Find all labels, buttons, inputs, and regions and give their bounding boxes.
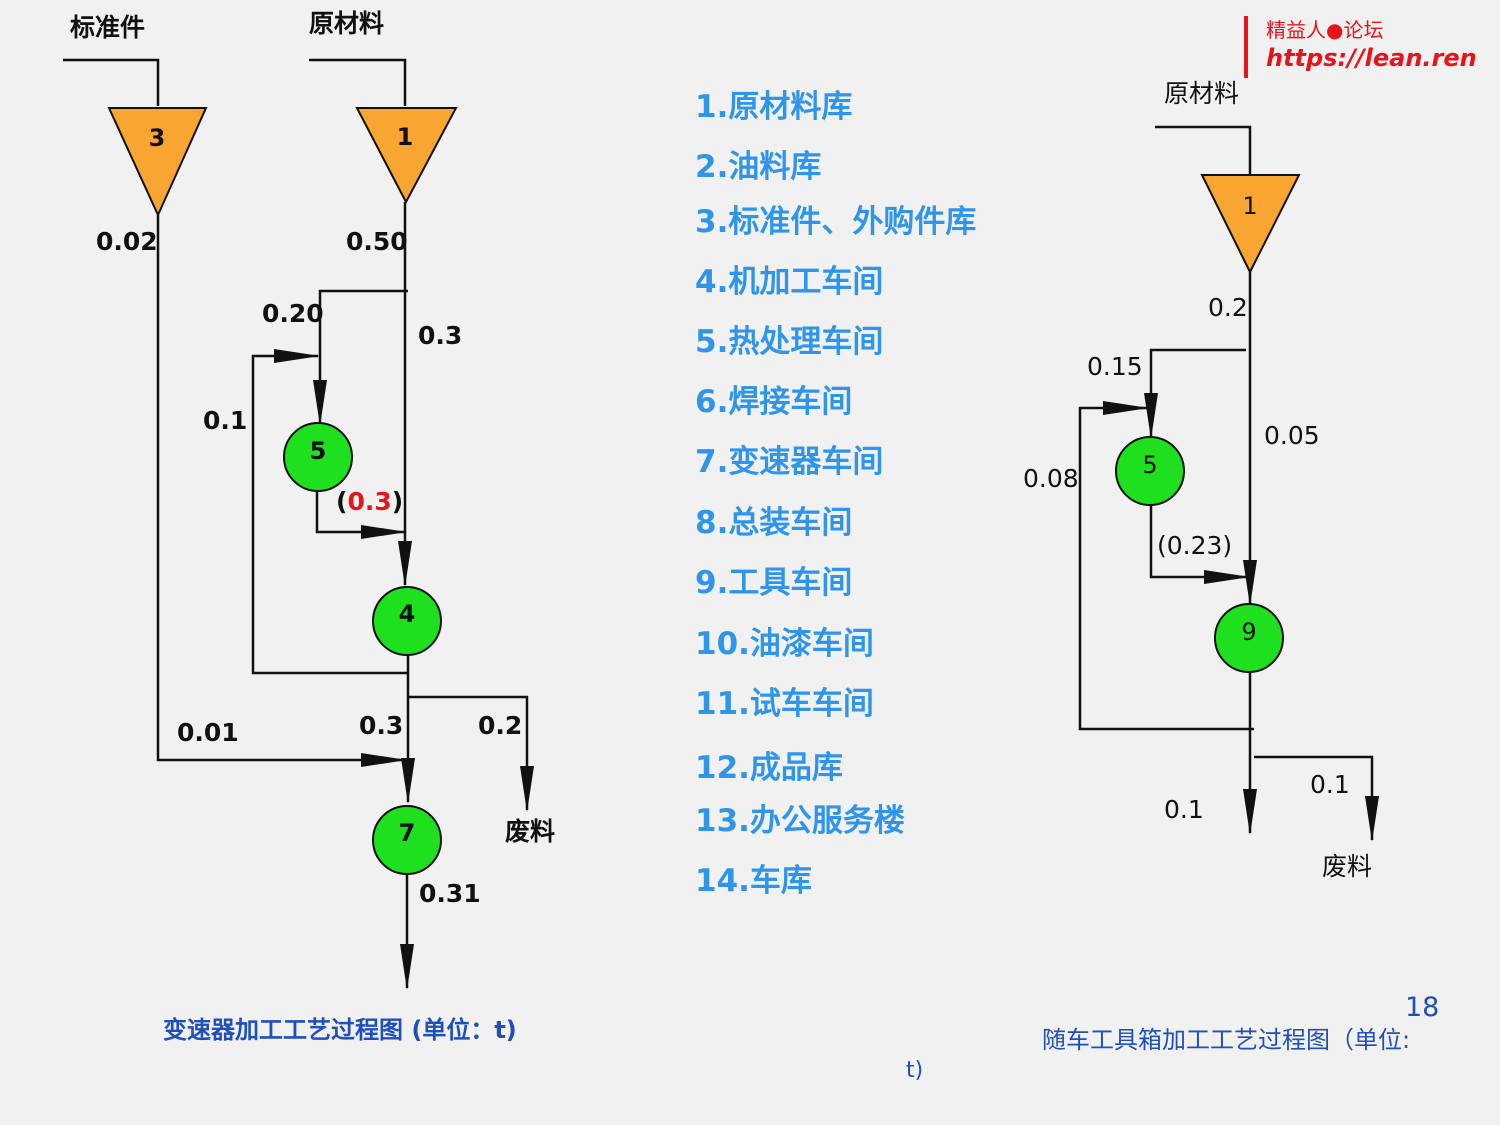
watermark: 精益人●论坛 https://lean.ren [1244,16,1477,78]
raw-material-feed-line-right [1155,125,1252,174]
workshop-node-5-left-label: 5 [310,437,327,465]
flow-label-standard-to-7: 0.01 [177,718,239,747]
standard-parts-feed-line [63,58,160,106]
warehouse-node-3 [107,107,208,218]
legend-item: 9.工具车间 [695,565,853,601]
warehouse-node-1-right [1200,174,1301,275]
workshop-node-4 [372,586,442,656]
workshop-node-7-label: 7 [399,819,416,847]
flow-label-9-waste: 0.1 [1310,770,1350,799]
watermark-url: https://lean.ren [1266,44,1477,72]
workshop-node-7 [372,805,442,875]
workshop-node-4-label: 4 [399,600,416,628]
flow-line-1-to-5 [313,289,408,426]
workshop-node-5-right [1115,436,1185,506]
source-label-standard: 标准件 [70,13,145,42]
source-label-raw-right: 原材料 [1164,79,1239,108]
warehouse-node-3-label: 3 [149,124,166,152]
flow-label-3-out: 0.02 [96,227,158,256]
waste-label-left: 废料 [505,817,555,846]
flow-line-5-to-4 [315,492,407,539]
watermark-site-name: 精益人●论坛 [1266,18,1384,42]
return-loop-line-right [1078,401,1254,731]
workshop-node-9-label: 9 [1241,618,1256,646]
workshop-node-9 [1214,603,1284,673]
legend-item: 6.焊接车间 [695,384,853,420]
waste-line-left [408,695,534,812]
legend-item: 5.热处理车间 [695,324,884,360]
flow-label-1-out: 0.50 [346,227,408,256]
raw-material-feed-line [309,58,407,106]
flow-label-return-right: 0.08 [1023,464,1079,493]
legend-item: 14.车库 [695,863,812,899]
flow-label-to-4: 0.3 [418,321,462,350]
legend-item: 8.总装车间 [695,505,853,541]
legend-item: 4.机加工车间 [695,264,884,300]
flow-label-to-5: 0.20 [262,299,324,328]
flow-label-to-9: 0.05 [1264,421,1320,450]
flow-label-1-out-right: 0.2 [1208,293,1248,322]
right-process-diagram [1078,125,1379,842]
left-diagram-caption: 变速器加工工艺过程图 (单位：t) [163,1016,517,1044]
flow-label-5-to-9: (0.23) [1157,531,1232,560]
legend-item: 7.变速器车间 [695,444,884,480]
warehouse-node-1-right-label: 1 [1242,192,1257,220]
left-process-diagram [63,58,534,990]
flow-label-7-out: 0.31 [419,879,481,908]
source-label-raw-left: 原材料 [309,9,384,38]
flow-line-1-to-5-right [1144,348,1246,439]
page-number: 18 [1405,992,1440,1023]
legend-item: 1.原材料库 [695,89,853,125]
flow-line-3-to-7 [156,215,407,767]
right-diagram-caption-tail: t) [906,1058,924,1083]
warehouse-node-1-left-label: 1 [397,123,414,151]
flow-line-5-to-9 [1149,505,1250,584]
flow-label-4-to-7: 0.3 [359,711,403,740]
flow-label-5-to-4: (0.3) [336,487,403,516]
waste-label-right: 废料 [1322,852,1372,881]
return-loop-line [251,349,408,675]
right-diagram-caption: 随车工具箱加工工艺过程图（单位: [1042,1026,1411,1054]
flow-label-to-5-right: 0.15 [1087,352,1143,381]
legend-item: 11.试车车间 [695,686,874,722]
flow-label-return: 0.1 [203,406,247,435]
flow-label-9-out: 0.1 [1164,795,1204,824]
flow-label-4-waste: 0.2 [478,711,522,740]
legend-item: 10.油漆车间 [695,626,874,662]
legend-item: 13.办公服务楼 [695,803,905,839]
legend-item: 2.油料库 [695,149,822,185]
legend-item: 3.标准件、外购件库 [695,204,977,240]
legend-item: 12.成品库 [695,750,843,786]
workshop-node-5-right-label: 5 [1142,451,1157,479]
warehouse-node-1-left [355,107,458,205]
workshop-node-5-left [283,422,353,492]
waste-line-right [1254,755,1379,842]
